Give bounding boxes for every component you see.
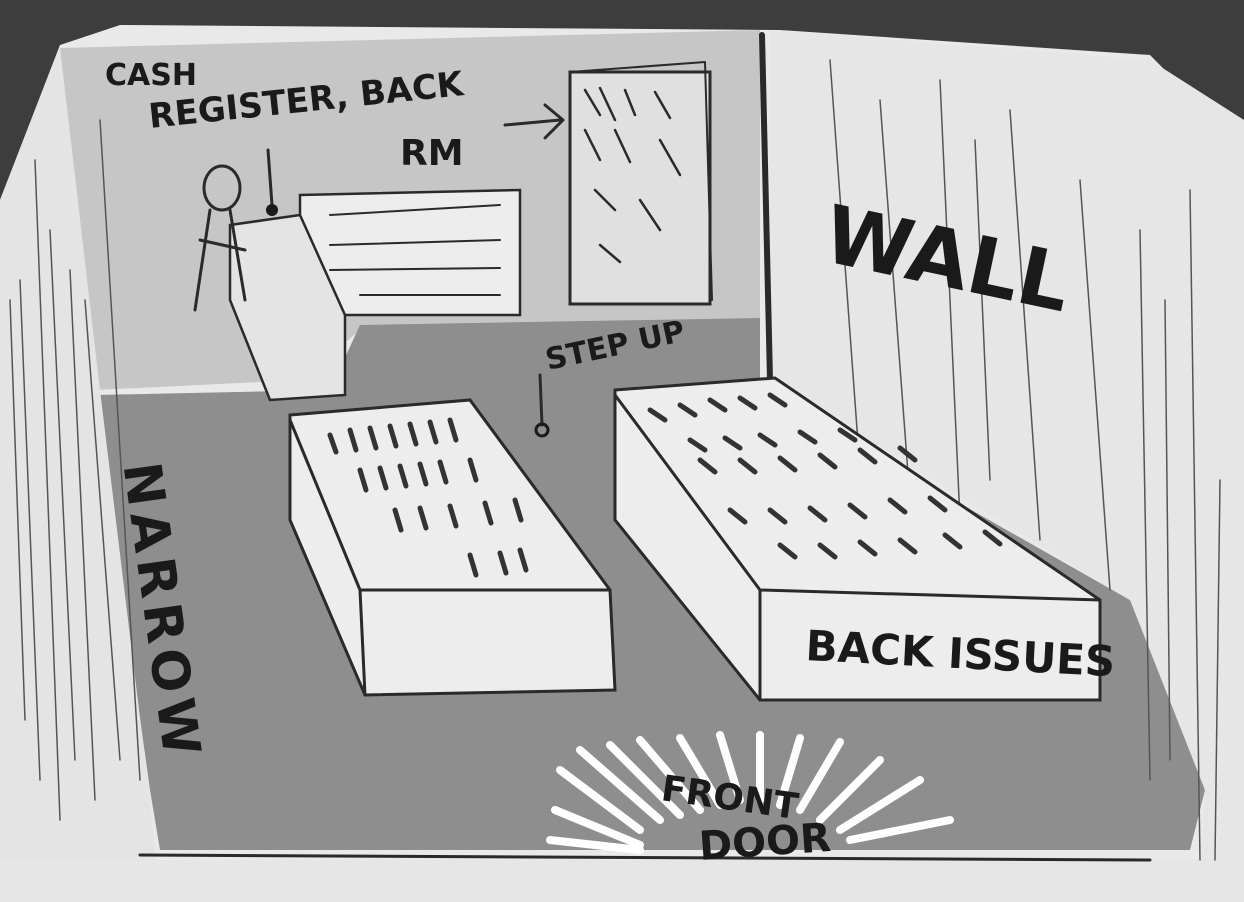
- bottom-floor-edge: [0, 860, 1244, 902]
- right-wall-strokes: [829, 59, 1221, 861]
- callout-pin-register: [266, 148, 278, 216]
- back-room-door: [568, 61, 713, 306]
- label-rm-line3: RM: [400, 133, 464, 174]
- right-wall: [770, 30, 1244, 902]
- floor-baseline: [138, 853, 1152, 862]
- cash-register-counter: [228, 188, 522, 402]
- dark-shadow-region: [0, 0, 1244, 200]
- left-wall-strokes: [9, 119, 141, 821]
- cashier-figure: [193, 164, 247, 312]
- left-comic-bin: [288, 398, 617, 697]
- callout-pin-step: [534, 373, 550, 438]
- front-door-burst: [546, 731, 954, 854]
- wall-edge-line: [759, 32, 773, 383]
- label-door: DOOR: [697, 815, 832, 870]
- back-issues-bin: [613, 376, 1102, 702]
- label-cash-line1: CASH: [105, 58, 197, 93]
- arrow-to-back-room: [503, 103, 565, 140]
